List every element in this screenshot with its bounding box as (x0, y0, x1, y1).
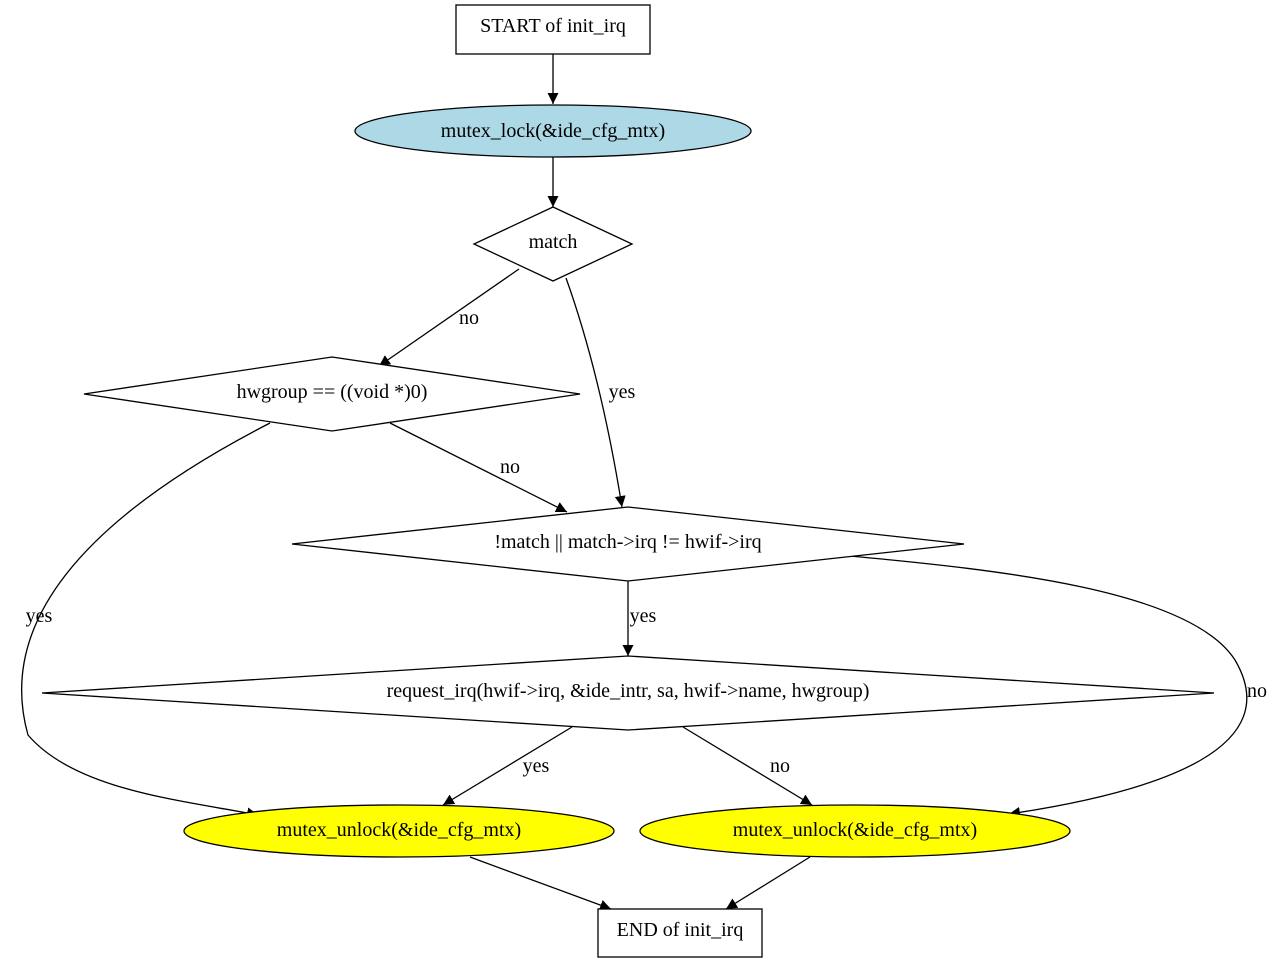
mutex-lock-label: mutex_lock(&ide_cfg_mtx) (441, 120, 665, 142)
edge-hwgroup-no (389, 422, 568, 513)
node-match: match (472, 206, 634, 282)
node-mutex-unlock-left: mutex_unlock(&ide_cfg_mtx) (183, 804, 615, 858)
node-hwgroup: hwgroup == ((void *)0) (83, 356, 581, 432)
mutex-lock-ellipse (354, 104, 752, 158)
edge-unlock-left-to-end (469, 856, 612, 911)
node-mutex-unlock-right: mutex_unlock(&ide_cfg_mtx) (639, 804, 1071, 858)
label-hwgroup-yes: yes (26, 605, 53, 627)
label-cond-no: no (1247, 680, 1267, 702)
edge-match-no (378, 268, 520, 367)
node-mutex-lock: mutex_lock(&ide_cfg_mtx) (354, 104, 752, 158)
mutex-unlock-left-label: mutex_unlock(&ide_cfg_mtx) (277, 819, 521, 841)
mutex-unlock-right-label: mutex_unlock(&ide_cfg_mtx) (733, 819, 977, 841)
edge-request-yes (442, 726, 573, 806)
hwgroup-diamond (83, 356, 581, 432)
label-match-no: no (459, 307, 479, 329)
end-label: END of init_irq (617, 919, 744, 941)
label-cond-yes: yes (630, 605, 657, 627)
edge-unlock-right-to-end (725, 856, 811, 910)
edge-cond-no (849, 555, 1248, 818)
edge-request-no (682, 726, 813, 806)
hwgroup-label: hwgroup == ((void *)0) (237, 381, 428, 403)
end-box (597, 908, 763, 958)
node-cond-irq: !match || match->irq != hwif->irq (291, 506, 965, 582)
start-label: START of init_irq (480, 15, 626, 37)
request-irq-label: request_irq(hwif->irq, &ide_intr, sa, hw… (387, 680, 870, 702)
node-request-irq: request_irq(hwif->irq, &ide_intr, sa, hw… (41, 655, 1215, 731)
mutex-unlock-left-ellipse (183, 804, 615, 858)
start-box (455, 4, 651, 55)
match-diamond (472, 206, 634, 282)
label-match-yes: yes (609, 381, 636, 403)
cond-irq-label: !match || match->irq != hwif->irq (494, 531, 761, 553)
label-request-yes: yes (523, 755, 550, 777)
edge-labels: no yes no yes yes no yes no (26, 307, 1267, 777)
cond-irq-diamond (291, 506, 965, 582)
edges (21, 54, 1248, 911)
mutex-unlock-right-ellipse (639, 804, 1071, 858)
request-irq-diamond (41, 655, 1215, 731)
label-hwgroup-no: no (500, 456, 520, 478)
node-end: END of init_irq (597, 908, 763, 958)
match-label: match (529, 231, 578, 253)
label-request-no: no (770, 755, 790, 777)
edge-hwgroup-yes (21, 422, 271, 819)
node-start: START of init_irq (455, 4, 651, 55)
edge-match-yes (565, 277, 626, 508)
